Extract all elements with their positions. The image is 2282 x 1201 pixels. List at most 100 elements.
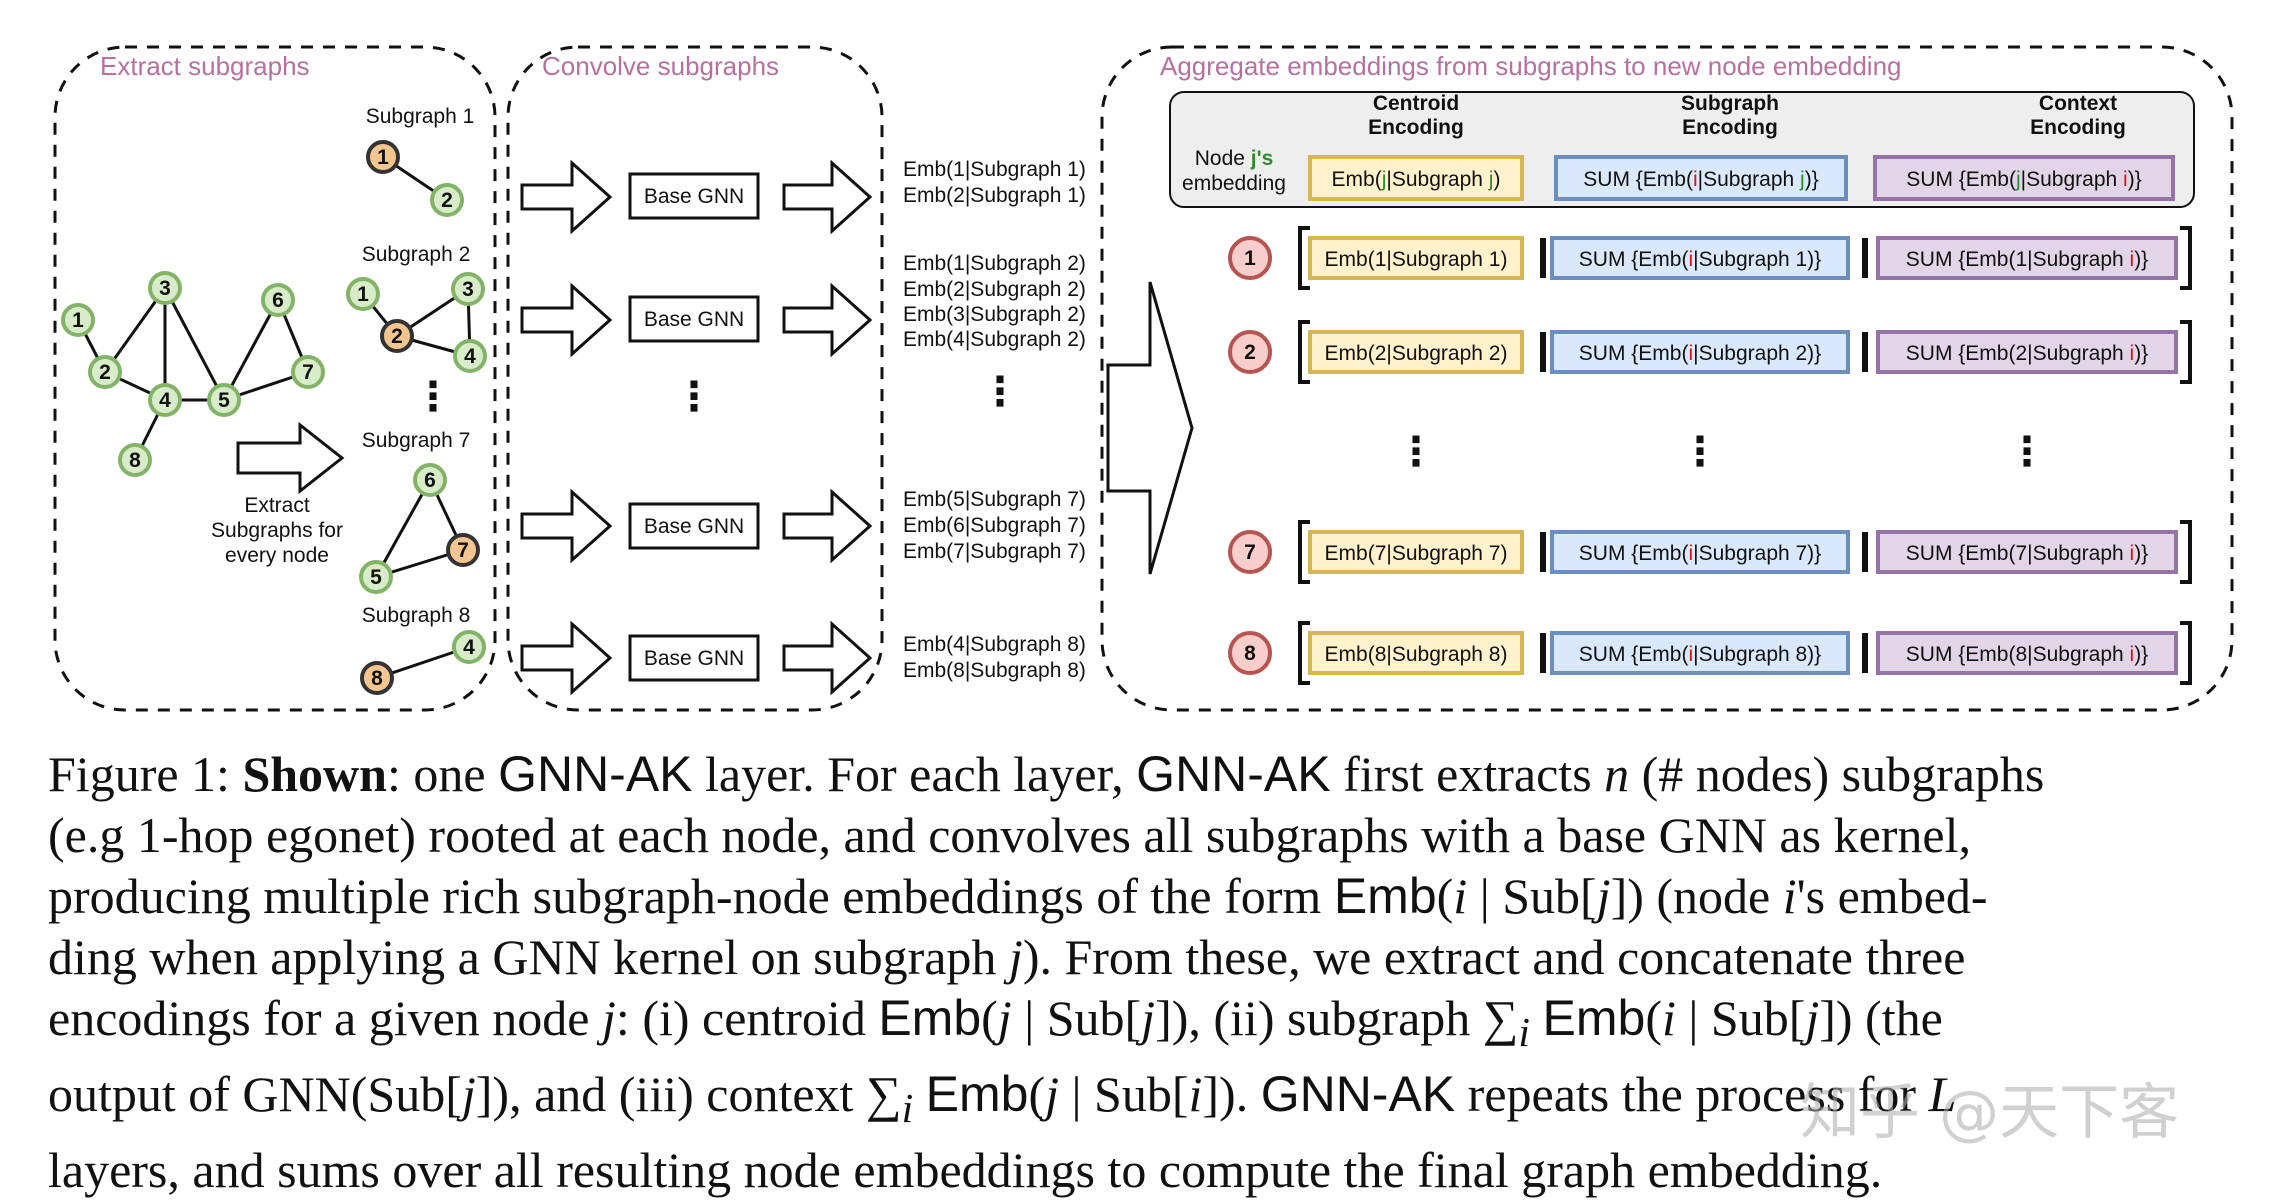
convolve-vdots: ⋮ (674, 375, 714, 419)
svg-text:4: 4 (464, 345, 476, 368)
subgraph-7-title: Subgraph 7 (362, 429, 471, 452)
subgraph-vdots: ⋮ (413, 375, 453, 419)
encoding-row-node-8: 8 Emb(8|Subgraph 8) SUM {Emb(i|Subgraph … (1228, 621, 2192, 685)
graph-node-4: 4 (148, 383, 182, 417)
output-arrow-4 (782, 620, 873, 696)
extract-note-line-3: every node (225, 544, 329, 567)
svg-text:1: 1 (377, 146, 389, 169)
svg-text:3: 3 (462, 278, 474, 301)
encoding-header: Centroid Encoding Subgraph Encoding Cont… (1169, 91, 2195, 208)
svg-text:4: 4 (159, 389, 171, 412)
emb-text: Emb(2|Subgraph 1) (903, 184, 1086, 207)
svg-text:1: 1 (72, 309, 84, 332)
base-gnn-box-2 (628, 295, 760, 343)
subgraph-encoding-title: Subgraph (1681, 92, 1779, 115)
centroid-encoding-title: Centroid (1373, 92, 1459, 115)
node-embedding-label: Node j's (1195, 147, 1274, 170)
emb-text: Emb(5|Subgraph 7) (903, 488, 1086, 511)
extract-panel (53, 45, 497, 712)
graph-node-6: 6 (261, 283, 295, 317)
input-arrow-2 (520, 282, 613, 358)
subgraph-2-title: Subgraph 2 (362, 243, 471, 266)
encoding-row-node-1: 1 Emb(1|Subgraph 1) SUM {Emb(i|Subgraph … (1228, 226, 2192, 290)
emb-text: Emb(1|Subgraph 2) (903, 252, 1086, 275)
figure-diagram: Extract subgraphs Convolve subgraphs Agg… (53, 45, 2234, 712)
svg-text:8: 8 (129, 449, 141, 472)
header-subgraph-box (1554, 155, 1848, 201)
caption-line-3: producing multiple rich subgraph-node em… (48, 868, 1988, 924)
emb-text: Emb(4|Subgraph 2) (903, 328, 1086, 351)
svg-text:SUM {Emb(i|Subgraph 7)}: SUM {Emb(i|Subgraph 7)} (1579, 542, 1821, 565)
watermark: 知乎 @天下客 (1800, 1078, 2180, 1148)
base-gnn-label-1: Base GNN (644, 185, 744, 208)
svg-text:SUM {Emb(7|Subgraph i)}: SUM {Emb(7|Subgraph i)} (1906, 542, 2148, 565)
emb-text: Emb(2|Subgraph 2) (903, 278, 1086, 301)
header-centroid-text: Emb(j|Subgraph j) (1332, 168, 1501, 191)
header-subgraph-text: SUM {Emb(i|Subgraph j)} (1583, 168, 1818, 191)
caption-line-5: encodings for a given node j: (i) centro… (48, 990, 1943, 1056)
graph-node-1: 1 (61, 303, 95, 337)
base-gnn-box-1 (628, 172, 760, 220)
svg-text:6: 6 (272, 289, 284, 312)
svg-text:1: 1 (357, 283, 369, 306)
header-context-text: SUM {Emb(j|Subgraph i)} (1906, 168, 2141, 191)
convolve-panel (506, 45, 884, 712)
base-gnn-label-4: Base GNN (644, 647, 744, 670)
input-arrow-1 (520, 159, 613, 235)
encoding-rows: 1 Emb(1|Subgraph 1) SUM {Emb(i|Subgraph … (1228, 226, 2192, 685)
input-arrow-3 (520, 488, 613, 564)
aggregate-panel-title: Aggregate embeddings from subgraphs to n… (1160, 51, 1902, 81)
context-encoding-title: Encoding (2030, 116, 2126, 139)
base-gnn-box-3 (628, 502, 760, 550)
output-arrow-1 (782, 159, 873, 235)
encoding-row-node-2: 2 Emb(2|Subgraph 2) SUM {Emb(i|Subgraph … (1228, 320, 2192, 384)
extract-note-line-1: Extract (244, 494, 310, 517)
svg-text:SUM {Emb(2|Subgraph i)}: SUM {Emb(2|Subgraph i)} (1906, 342, 2148, 365)
svg-text:5: 5 (218, 389, 230, 412)
convolve-panel-title: Convolve subgraphs (542, 51, 779, 81)
caption-line-7: layers, and sums over all resulting node… (48, 1142, 1883, 1198)
svg-text:SUM {Emb(8|Subgraph i)}: SUM {Emb(8|Subgraph i)} (1906, 643, 2148, 666)
emb-text: Emb(1|Subgraph 1) (903, 158, 1086, 181)
subgraph-2: Subgraph 2 1 3 2 4 (346, 243, 487, 373)
svg-text:7: 7 (457, 539, 469, 562)
convolve-row-1: Base GNN (520, 159, 873, 235)
emb-text: Emb(3|Subgraph 2) (903, 303, 1086, 326)
subgraph-7: Subgraph 7 6 5 7 (359, 429, 480, 594)
emb-text: Emb(4|Subgraph 8) (903, 633, 1086, 656)
svg-text:1: 1 (1244, 247, 1256, 270)
svg-text:5: 5 (370, 566, 382, 589)
graph-node-3: 3 (148, 271, 182, 305)
svg-text:SUM {Emb(1|Subgraph i)}: SUM {Emb(1|Subgraph i)} (1906, 248, 2148, 271)
emb-text: Emb(6|Subgraph 7) (903, 514, 1086, 537)
emb-text: Emb(8|Subgraph 8) (903, 659, 1086, 682)
row-vdots-context: ⋮ (2007, 430, 2047, 474)
encoding-row-node-7: 7 Emb(7|Subgraph 7) SUM {Emb(i|Subgraph … (1228, 520, 2192, 584)
svg-text:Emb(7|Subgraph 7): Emb(7|Subgraph 7) (1325, 542, 1508, 565)
svg-text:7: 7 (302, 361, 314, 384)
svg-text:Emb(1|Subgraph 1): Emb(1|Subgraph 1) (1325, 248, 1508, 271)
context-encoding-title: Context (2039, 92, 2117, 115)
svg-text:SUM {Emb(i|Subgraph 8)}: SUM {Emb(i|Subgraph 8)} (1579, 643, 1821, 666)
centroid-encoding-title: Encoding (1368, 116, 1464, 139)
svg-text:SUM {Emb(i|Subgraph 1)}: SUM {Emb(i|Subgraph 1)} (1579, 248, 1821, 271)
embedding-lists: Emb(1|Subgraph 1) Emb(2|Subgraph 1) Emb(… (903, 158, 1086, 682)
convolve-row-2: Base GNN (520, 282, 873, 358)
caption-line-6: output of GNN(Sub[j]), and (iii) context… (48, 1066, 1957, 1132)
caption-line-4: ding when applying a GNN kernel on subgr… (48, 929, 1966, 985)
svg-text:2: 2 (391, 325, 403, 348)
svg-text:8: 8 (371, 667, 383, 690)
svg-text:2: 2 (99, 361, 111, 384)
header-centroid-box (1308, 155, 1524, 201)
caption-line-1: Figure 1: Shown: one GNN-AK layer. For e… (48, 746, 2045, 802)
emb-text: Emb(7|Subgraph 7) (903, 540, 1086, 563)
svg-text:7: 7 (1244, 541, 1256, 564)
svg-text:4: 4 (463, 636, 475, 659)
main-graph-nodes: 1 2 3 4 5 6 7 8 (61, 271, 325, 477)
svg-text:Emb(8|Subgraph 8): Emb(8|Subgraph 8) (1325, 643, 1508, 666)
convolve-row-4: Base GNN (520, 620, 873, 696)
svg-text:6: 6 (424, 469, 436, 492)
subgraph-8: Subgraph 8 4 8 (360, 604, 486, 695)
graph-node-7: 7 (291, 355, 325, 389)
extract-note-line-2: Subgraphs for (211, 519, 343, 542)
